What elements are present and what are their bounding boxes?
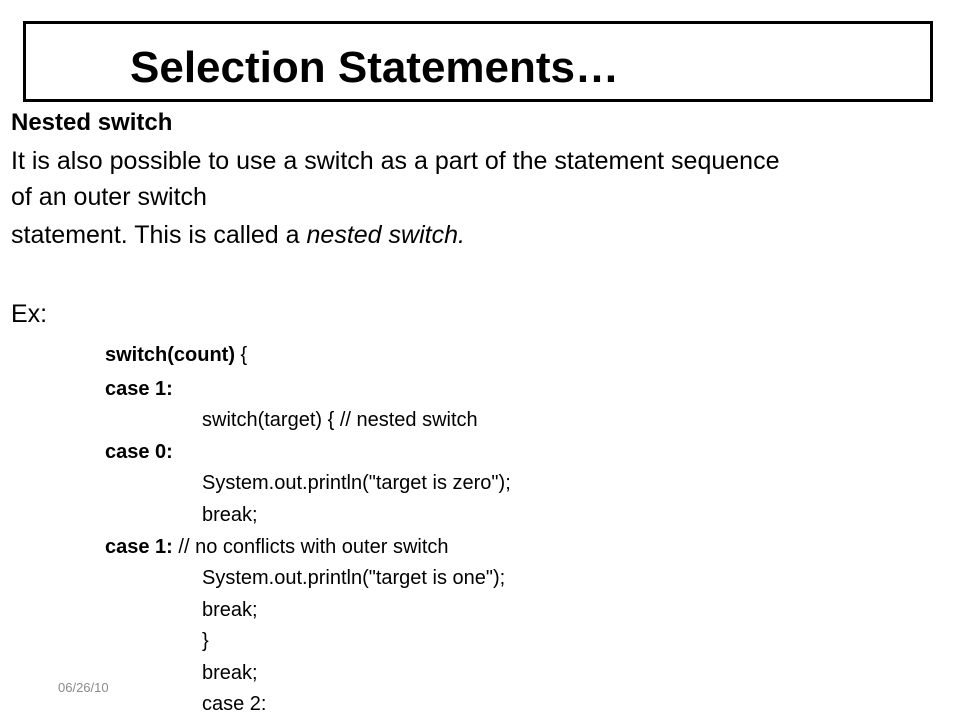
code-line-2: case 1: <box>105 378 173 400</box>
code-line-3: switch(target) { // nested switch <box>202 409 478 431</box>
code-line-5: System.out.println("target is zero"); <box>202 472 511 494</box>
example-label: Ex: <box>11 300 48 328</box>
body-line-3-text: statement. This is called a <box>11 221 307 249</box>
code-line-7: case 1: // no conflicts with outer switc… <box>105 533 449 561</box>
body-line-3: statement. This is called a nested switc… <box>11 218 465 252</box>
code-line-1: switch(count) { <box>105 341 247 369</box>
code-line-8: System.out.println("target is one"); <box>202 567 506 589</box>
code-line-1-rest: { <box>235 344 248 366</box>
code-line-7-rest: // no conflicts with outer switch <box>172 536 449 558</box>
code-line-9: break; <box>202 599 258 621</box>
code-line-12: case 2: <box>202 693 267 715</box>
title-frame <box>23 21 933 102</box>
body-line-2: of an outer switch <box>11 183 207 211</box>
body-line-3-italic: nested switch. <box>306 221 465 249</box>
slide-date: 06/26/10 <box>58 680 109 695</box>
code-line-4: case 0: <box>105 441 173 463</box>
code-line-11: break; <box>202 662 258 684</box>
body-line-1: It is also possible to use a switch as a… <box>11 147 780 175</box>
code-line-7-keyword: case 1: <box>105 536 173 558</box>
code-line-1-keyword: switch(count) <box>105 344 235 366</box>
section-heading: Nested switch <box>11 109 173 136</box>
code-line-10: } <box>202 630 209 652</box>
slide-title: Selection Statements… <box>130 43 620 92</box>
code-line-6: break; <box>202 504 258 526</box>
